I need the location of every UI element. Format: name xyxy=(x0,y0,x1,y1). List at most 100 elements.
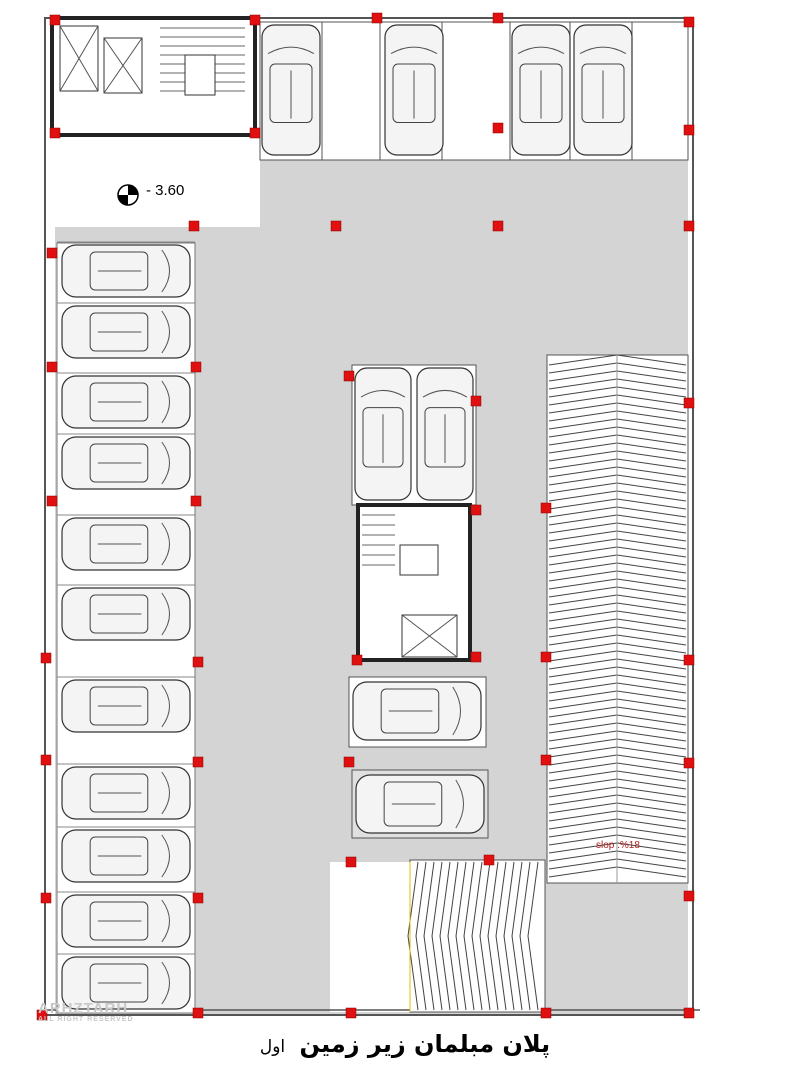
car-hood xyxy=(452,686,462,736)
car xyxy=(61,436,191,490)
column xyxy=(249,127,261,139)
car-hood xyxy=(161,899,171,943)
car-cabin xyxy=(89,773,149,813)
ramp-chevron xyxy=(503,861,515,1011)
car-hood xyxy=(161,684,171,728)
column xyxy=(46,361,58,373)
ramp-chevron xyxy=(495,861,507,1011)
car-hood xyxy=(161,834,171,878)
car xyxy=(61,375,191,429)
plan-title-text: پلان مبلمان زیر زمین xyxy=(299,1030,551,1058)
column xyxy=(483,854,495,866)
car-hood xyxy=(161,249,171,293)
column xyxy=(190,495,202,507)
car xyxy=(355,774,485,834)
car-cabin xyxy=(89,524,149,564)
car-cabin xyxy=(380,688,440,734)
ramp-chevron xyxy=(447,861,459,1011)
column xyxy=(683,890,695,902)
outer-wall xyxy=(44,17,694,1016)
car-cabin xyxy=(424,407,466,468)
car-hood xyxy=(360,389,406,398)
column xyxy=(470,395,482,407)
column xyxy=(40,754,52,766)
ramp-chevron xyxy=(519,861,531,1011)
car xyxy=(354,367,412,501)
car xyxy=(61,244,191,298)
ramp-chevron xyxy=(463,861,475,1011)
car-cabin xyxy=(89,836,149,876)
column xyxy=(683,397,695,409)
car-hood xyxy=(161,380,171,424)
car-hood xyxy=(422,389,468,398)
car-cabin xyxy=(89,686,149,726)
logo: ARHZTARH ALL RIGHT RESERVED xyxy=(38,1000,134,1023)
car xyxy=(511,24,571,156)
car-cabin xyxy=(89,594,149,634)
car-hood xyxy=(161,592,171,636)
column xyxy=(49,14,61,26)
ramp-chevron xyxy=(455,861,467,1011)
column xyxy=(492,12,504,24)
car xyxy=(61,894,191,948)
elevation-label: - 3.60 xyxy=(146,182,185,199)
car-hood xyxy=(390,46,438,55)
car xyxy=(61,305,191,359)
car-cabin xyxy=(89,443,149,483)
ramp-slope-label: slop :%18 xyxy=(596,840,640,851)
car-cabin xyxy=(89,382,149,422)
car-hood xyxy=(455,779,465,829)
car-hood xyxy=(161,522,171,566)
column xyxy=(343,756,355,768)
elevation-marker-fill xyxy=(118,185,138,205)
stair-core-top xyxy=(50,16,257,137)
plan-level: اول xyxy=(259,1037,286,1057)
plan-title: پلان مبلمان زیر زمین اول xyxy=(0,1030,810,1058)
car-cabin xyxy=(581,63,625,123)
column xyxy=(40,652,52,664)
car-hood xyxy=(161,441,171,485)
column xyxy=(540,651,552,663)
ramp-chevron xyxy=(527,861,539,1011)
car-cabin xyxy=(362,407,404,468)
column xyxy=(470,504,482,516)
car xyxy=(61,517,191,571)
car-cabin xyxy=(89,251,149,291)
car-cabin xyxy=(89,901,149,941)
column xyxy=(192,1007,204,1019)
ramp-chevron xyxy=(423,861,435,1011)
column xyxy=(192,756,204,768)
stair-well xyxy=(184,54,216,96)
column xyxy=(683,124,695,136)
column xyxy=(683,16,695,28)
elevator-2 xyxy=(103,37,143,94)
car-hood xyxy=(161,961,171,1005)
column xyxy=(192,656,204,668)
car xyxy=(416,367,474,501)
car-cabin xyxy=(519,63,563,123)
column xyxy=(192,892,204,904)
column xyxy=(343,370,355,382)
stair-core-center xyxy=(356,503,472,662)
column xyxy=(190,361,202,373)
car xyxy=(61,679,191,733)
elevator-cross-icon xyxy=(401,614,458,658)
elevator-cross-icon xyxy=(59,25,143,94)
car-cabin xyxy=(392,63,436,123)
column xyxy=(683,654,695,666)
car xyxy=(61,587,191,641)
column xyxy=(330,220,342,232)
column xyxy=(36,1009,48,1021)
car xyxy=(61,829,191,883)
column xyxy=(351,654,363,666)
lobby-area xyxy=(55,135,260,227)
column xyxy=(540,754,552,766)
ramp-bottom xyxy=(409,859,546,1013)
car-hood xyxy=(161,310,171,354)
car-cabin xyxy=(89,963,149,1003)
column xyxy=(683,1007,695,1019)
car xyxy=(573,24,633,156)
column xyxy=(40,892,52,904)
car xyxy=(61,956,191,1010)
